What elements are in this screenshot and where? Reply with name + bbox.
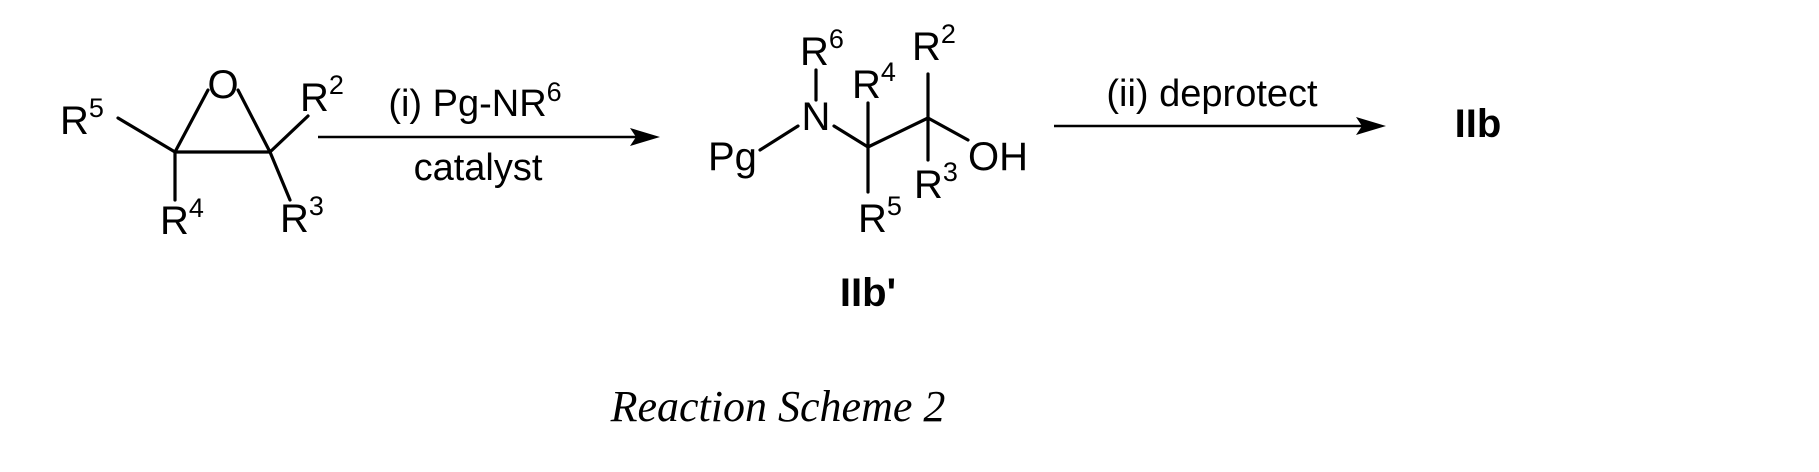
step1-reagent-label: (i) Pg-NR6 bbox=[388, 77, 561, 125]
product-compound-label: IIb bbox=[1455, 102, 1502, 146]
c1-c2-bond bbox=[868, 118, 928, 147]
step1-condition-label: catalyst bbox=[414, 147, 543, 189]
epoxide-r3-label: R3 bbox=[280, 191, 324, 241]
step2-arrow-group: (ii) deprotect bbox=[1054, 73, 1386, 135]
epoxide-r2-label: R2 bbox=[300, 70, 344, 120]
scheme-caption: Reaction Scheme 2 bbox=[610, 382, 946, 431]
intermediate-hydroxyl-label: OH bbox=[968, 135, 1028, 179]
epoxide-r4-label: R4 bbox=[160, 193, 204, 243]
intermediate-r2-label: R2 bbox=[912, 19, 956, 69]
epoxide-c-r3-bond bbox=[270, 152, 290, 200]
epoxide-reactant: O R5 R2 R4 R3 bbox=[60, 63, 344, 243]
epoxide-o-c3-bond bbox=[238, 90, 270, 152]
intermediate-r3-label: R3 bbox=[914, 157, 958, 207]
step1-arrow-group: (i) Pg-NR6 catalyst bbox=[318, 77, 660, 189]
intermediate-compound-label: IIb' bbox=[840, 271, 896, 315]
intermediate-nitrogen-label: N bbox=[802, 95, 831, 139]
epoxide-r5-label: R5 bbox=[60, 93, 104, 143]
intermediate-r4-label: R4 bbox=[852, 57, 896, 107]
c2-oh-bond bbox=[928, 118, 968, 140]
pg-n-bond bbox=[760, 126, 798, 150]
intermediate-r5-label: R5 bbox=[858, 191, 902, 241]
epoxide-c4-o-bond bbox=[175, 90, 208, 152]
intermediate-pg-label: Pg bbox=[708, 135, 757, 179]
step2-reagent-label: (ii) deprotect bbox=[1106, 73, 1318, 115]
epoxide-oxygen-label: O bbox=[207, 63, 238, 107]
epoxide-c-r5-bond bbox=[118, 118, 175, 152]
n-c1-bond bbox=[834, 126, 868, 147]
intermediate-structure: R6 N Pg R4 R2 R5 R3 OH IIb' bbox=[708, 19, 1028, 315]
epoxide-c-r2-bond bbox=[270, 116, 308, 152]
intermediate-r6-label: R6 bbox=[800, 24, 844, 74]
